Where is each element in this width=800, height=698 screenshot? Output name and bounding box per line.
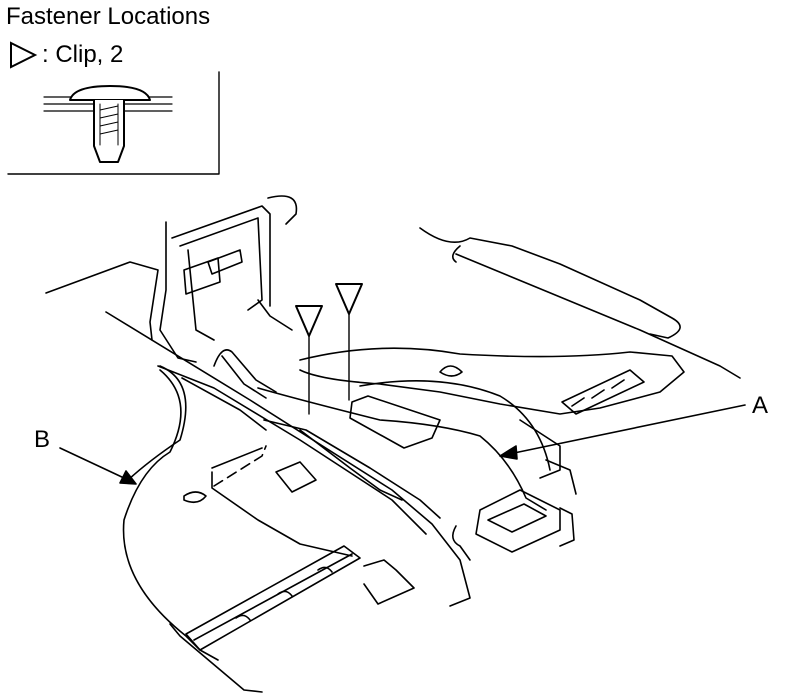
diagram-title: Fastener Locations <box>6 3 211 30</box>
legend-text: : Clip, 2 <box>42 41 124 68</box>
callout-b-leader <box>59 447 125 479</box>
clip-marker-2 <box>335 283 363 315</box>
floor-mat-b <box>122 369 415 693</box>
wire-harness-a <box>257 380 551 511</box>
callout-a-label: A <box>752 392 769 419</box>
center-console <box>45 195 298 399</box>
callout-a-leader <box>513 404 746 454</box>
rear-seat-edge <box>419 227 741 379</box>
callout-a-arrowhead <box>499 445 518 460</box>
clip-legend: : Clip, 2 <box>8 40 123 70</box>
callout-b-arrowhead <box>119 470 137 485</box>
clip-location-markers <box>295 283 363 415</box>
triangle-marker-icon <box>10 41 38 69</box>
floor-panel <box>105 311 471 607</box>
rear-rail-and-tray <box>299 347 685 561</box>
callout-leaders <box>59 404 746 485</box>
clip-marker-1 <box>295 305 323 337</box>
callout-b-label: B <box>34 426 51 453</box>
clip-detail-inset <box>7 71 220 175</box>
